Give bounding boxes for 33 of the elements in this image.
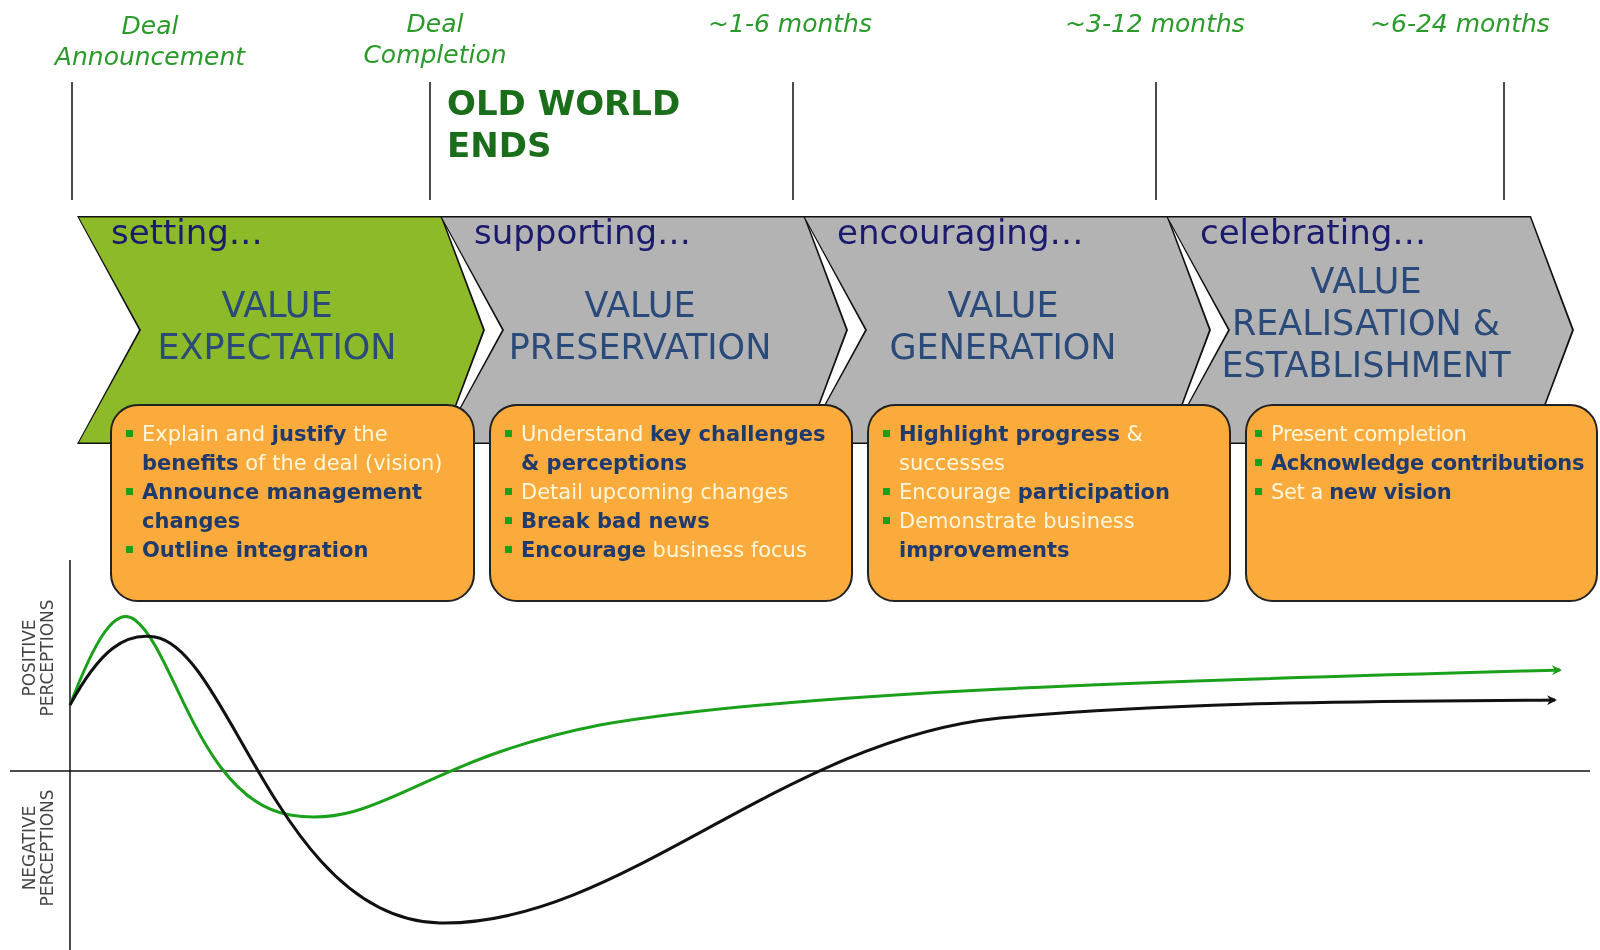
bullet-item: Detail upcoming changes <box>503 478 843 507</box>
timeline-label: ~6-24 months <box>1369 8 1551 39</box>
task-card <box>867 404 1231 602</box>
bullet-item: Announce management changes <box>124 478 465 536</box>
bullet-item: Understand key challenges & perceptions <box>503 420 843 478</box>
stage-title: VALUE PRESERVATION <box>507 284 773 368</box>
bullet-item: Explain and justify the benefits of the deal (vision) <box>124 420 465 478</box>
stage-verb: setting… <box>111 212 263 252</box>
stage-verb: encouraging… <box>837 212 1084 252</box>
heading-text: OLD WORLD ENDS <box>447 82 682 166</box>
bullet-item: Set a new vision <box>1253 478 1594 507</box>
axis-label: POSITIVE PERCEPTIONS <box>20 598 56 719</box>
timeline-label: ~3-12 months <box>1064 8 1246 39</box>
task-card <box>1245 404 1598 602</box>
bullet-item: Acknowledge contributions <box>1253 449 1594 478</box>
timeline-label: ~1-6 months <box>707 8 873 39</box>
stage-verb: celebrating… <box>1200 212 1427 252</box>
task-card <box>489 404 853 602</box>
stage-title: VALUE GENERATION <box>888 284 1118 368</box>
bullet-item: Outline integration <box>124 536 465 565</box>
stage-verb: supporting… <box>474 212 692 252</box>
timeline-label: Deal Completion <box>362 8 508 70</box>
bullet-item: Present completion <box>1253 420 1594 449</box>
stage-title: VALUE EXPECTATION <box>156 284 398 368</box>
stage-title: VALUE REALISATION & ESTABLISHMENT <box>1220 260 1512 386</box>
bullet-item: Encourage participation <box>881 478 1221 507</box>
bullet-item: Highlight progress & successes <box>881 420 1221 478</box>
axis-label: NEGATIVE PERCEPTIONS <box>20 788 56 909</box>
task-card <box>110 404 475 602</box>
bullet-item: Break bad news <box>503 507 843 536</box>
bullet-item: Demonstrate business improvements <box>881 507 1221 565</box>
timeline-label: Deal Announcement <box>52 10 247 72</box>
bullet-item: Encourage business focus <box>503 536 843 565</box>
